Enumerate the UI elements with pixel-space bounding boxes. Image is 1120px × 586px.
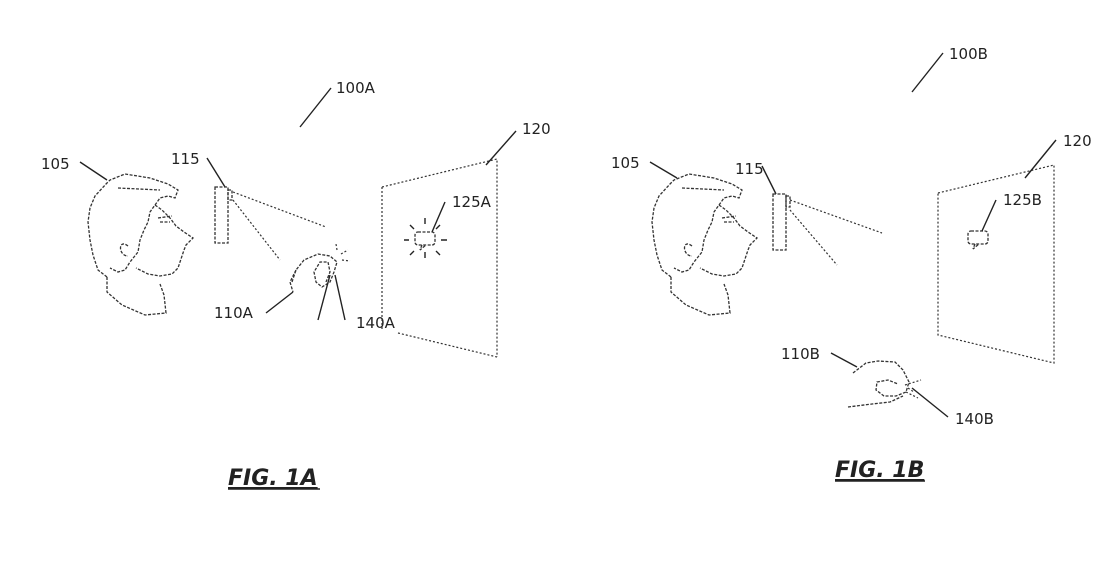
camera-fov-ray [789, 199, 883, 234]
user-head-illustration [651, 173, 758, 316]
user-leader-line [649, 161, 678, 179]
display-leader-line [485, 130, 517, 166]
camera-lens [227, 189, 233, 201]
hand-leader-line [830, 352, 858, 368]
display-surface [381, 158, 498, 358]
hand-pinch-illustration [847, 360, 922, 408]
icon-leader-line [981, 199, 997, 232]
display-leader-line [1024, 139, 1057, 179]
hand-pinch-illustration [289, 243, 351, 321]
camera-fov-ray [232, 199, 281, 261]
system-leader-line [911, 52, 944, 93]
camera-device [772, 193, 787, 251]
hand-ref-label: 110B [781, 345, 820, 363]
display-ref-label: 120 [522, 120, 551, 138]
camera-device [214, 186, 229, 244]
camera-fov-ray [232, 191, 327, 228]
gesture-ref-label: 140A [356, 314, 396, 332]
camera-lens [785, 195, 791, 208]
figure-caption: FIG. 1B [835, 458, 924, 483]
icon-ref-label: 125B [1003, 191, 1042, 209]
icon-leader-line [431, 201, 446, 233]
camera-fov-ray [789, 209, 838, 266]
message-icon [967, 230, 989, 250]
figure-1a: 100A 105 115 110A 140A 120 125A FIG. 1A [41, 79, 551, 491]
gesture-ref-label: 140B [955, 410, 994, 428]
user-head-illustration [87, 173, 194, 316]
system-leader-line [299, 87, 332, 128]
user-leader-line [79, 161, 108, 181]
highlighted-message-icon [414, 231, 436, 251]
gesture-leader-line [911, 387, 949, 418]
display-surface [937, 164, 1055, 364]
hand-ref-label: 110A [214, 304, 254, 322]
camera-ref-label: 115 [735, 160, 764, 178]
icon-ref-label: 125A [452, 193, 492, 211]
system-ref-label: 100B [949, 45, 988, 63]
hand-leader-line [265, 291, 294, 314]
system-ref-label: 100A [336, 79, 376, 97]
display-ref-label: 120 [1063, 132, 1092, 150]
figure-caption: FIG. 1A [228, 466, 318, 491]
camera-leader-line [761, 165, 777, 195]
camera-leader-line [206, 157, 226, 188]
figure-1b: 100B 105 115 120 125B 110B 140B FIG. 1B [611, 45, 1092, 483]
camera-ref-label: 115 [171, 150, 200, 168]
highlight-glow-rays [404, 218, 447, 258]
user-ref-label: 105 [41, 155, 70, 173]
user-ref-label: 105 [611, 154, 640, 172]
